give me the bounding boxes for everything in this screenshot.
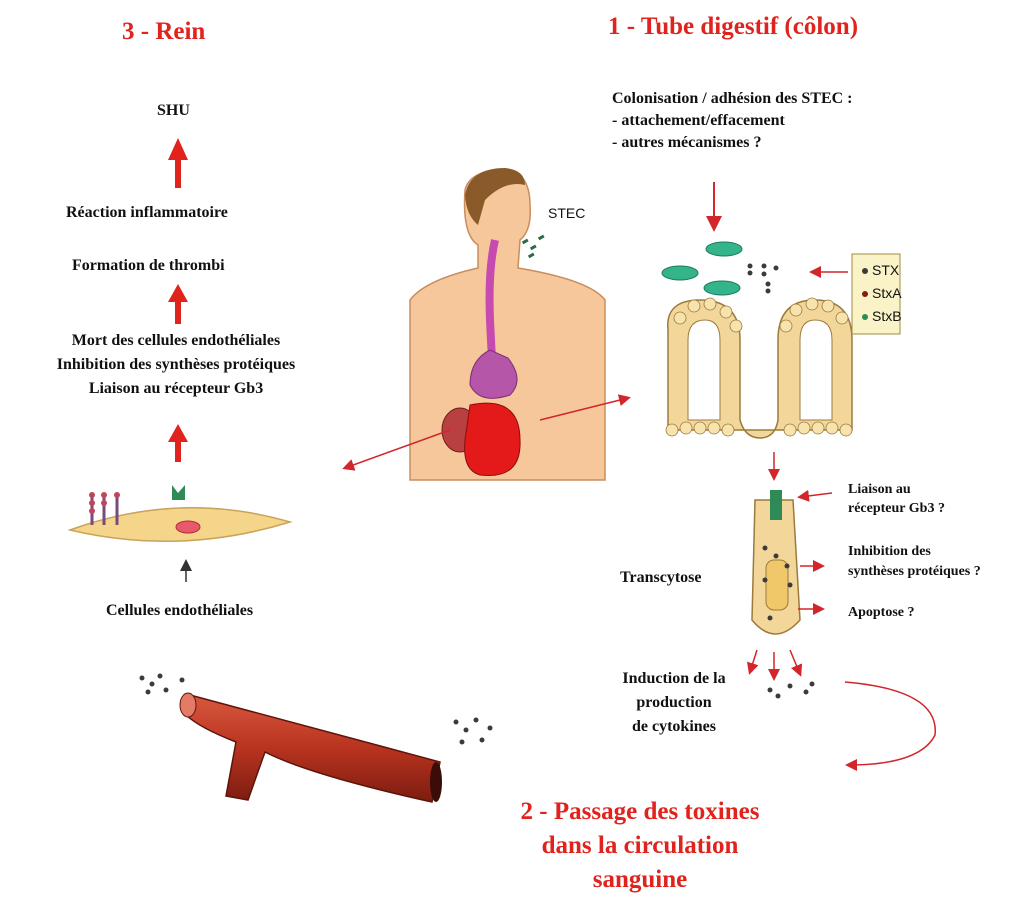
shu-label: SHU [157, 100, 190, 122]
cell-inhibition-l2: synthèses protéiques ? [848, 562, 981, 581]
cell-liaison-l2: récepteur Gb3 ? [848, 499, 945, 518]
cell-liaison-l1: Liaison au [848, 480, 911, 499]
rein-title: 3 - Rein [122, 18, 205, 46]
cell-inhibition-l1: Inhibition des [848, 542, 931, 561]
legend-stxa: StxA [872, 285, 902, 301]
enterocyte-cell [750, 490, 832, 699]
autres-label: - autres mécanismes ? [612, 132, 761, 154]
passage-title-l3: sanguine [440, 866, 840, 894]
mort-label: Mort des cellules endothéliales [6, 330, 346, 352]
legend-stxb: StxB [872, 308, 902, 324]
passage-title-l2: dans la circulation [440, 832, 840, 860]
passage-title-l1: 2 - Passage des toxines [440, 798, 840, 826]
induction-l2: production [594, 692, 754, 714]
cellules-label: Cellules endothéliales [106, 600, 253, 622]
inhibition-label: Inhibition des synthèses protéiques [6, 354, 346, 376]
colon-villi [662, 182, 852, 478]
blood-vessel [140, 674, 493, 803]
thrombi-label: Formation de thrombi [72, 255, 225, 277]
colonisation-label: Colonisation / adhésion des STEC : [612, 88, 853, 110]
liaison-label: Liaison au récepteur Gb3 [6, 378, 346, 400]
induction-l1: Induction de la [594, 668, 754, 690]
cell-apoptose: Apoptose ? [848, 603, 915, 622]
rein-arrows [168, 138, 188, 462]
reaction-label: Réaction inflammatoire [66, 202, 228, 224]
endothelial-cell [70, 485, 290, 582]
attachement-label: - attachement/effacement [612, 110, 785, 132]
induction-l3: de cytokines [594, 716, 754, 738]
transcytose-label: Transcytose [620, 567, 701, 589]
tube-title: 1 - Tube digestif (côlon) [608, 13, 858, 41]
legend-stx: STX [872, 262, 899, 278]
stec-label: STEC [548, 205, 585, 221]
